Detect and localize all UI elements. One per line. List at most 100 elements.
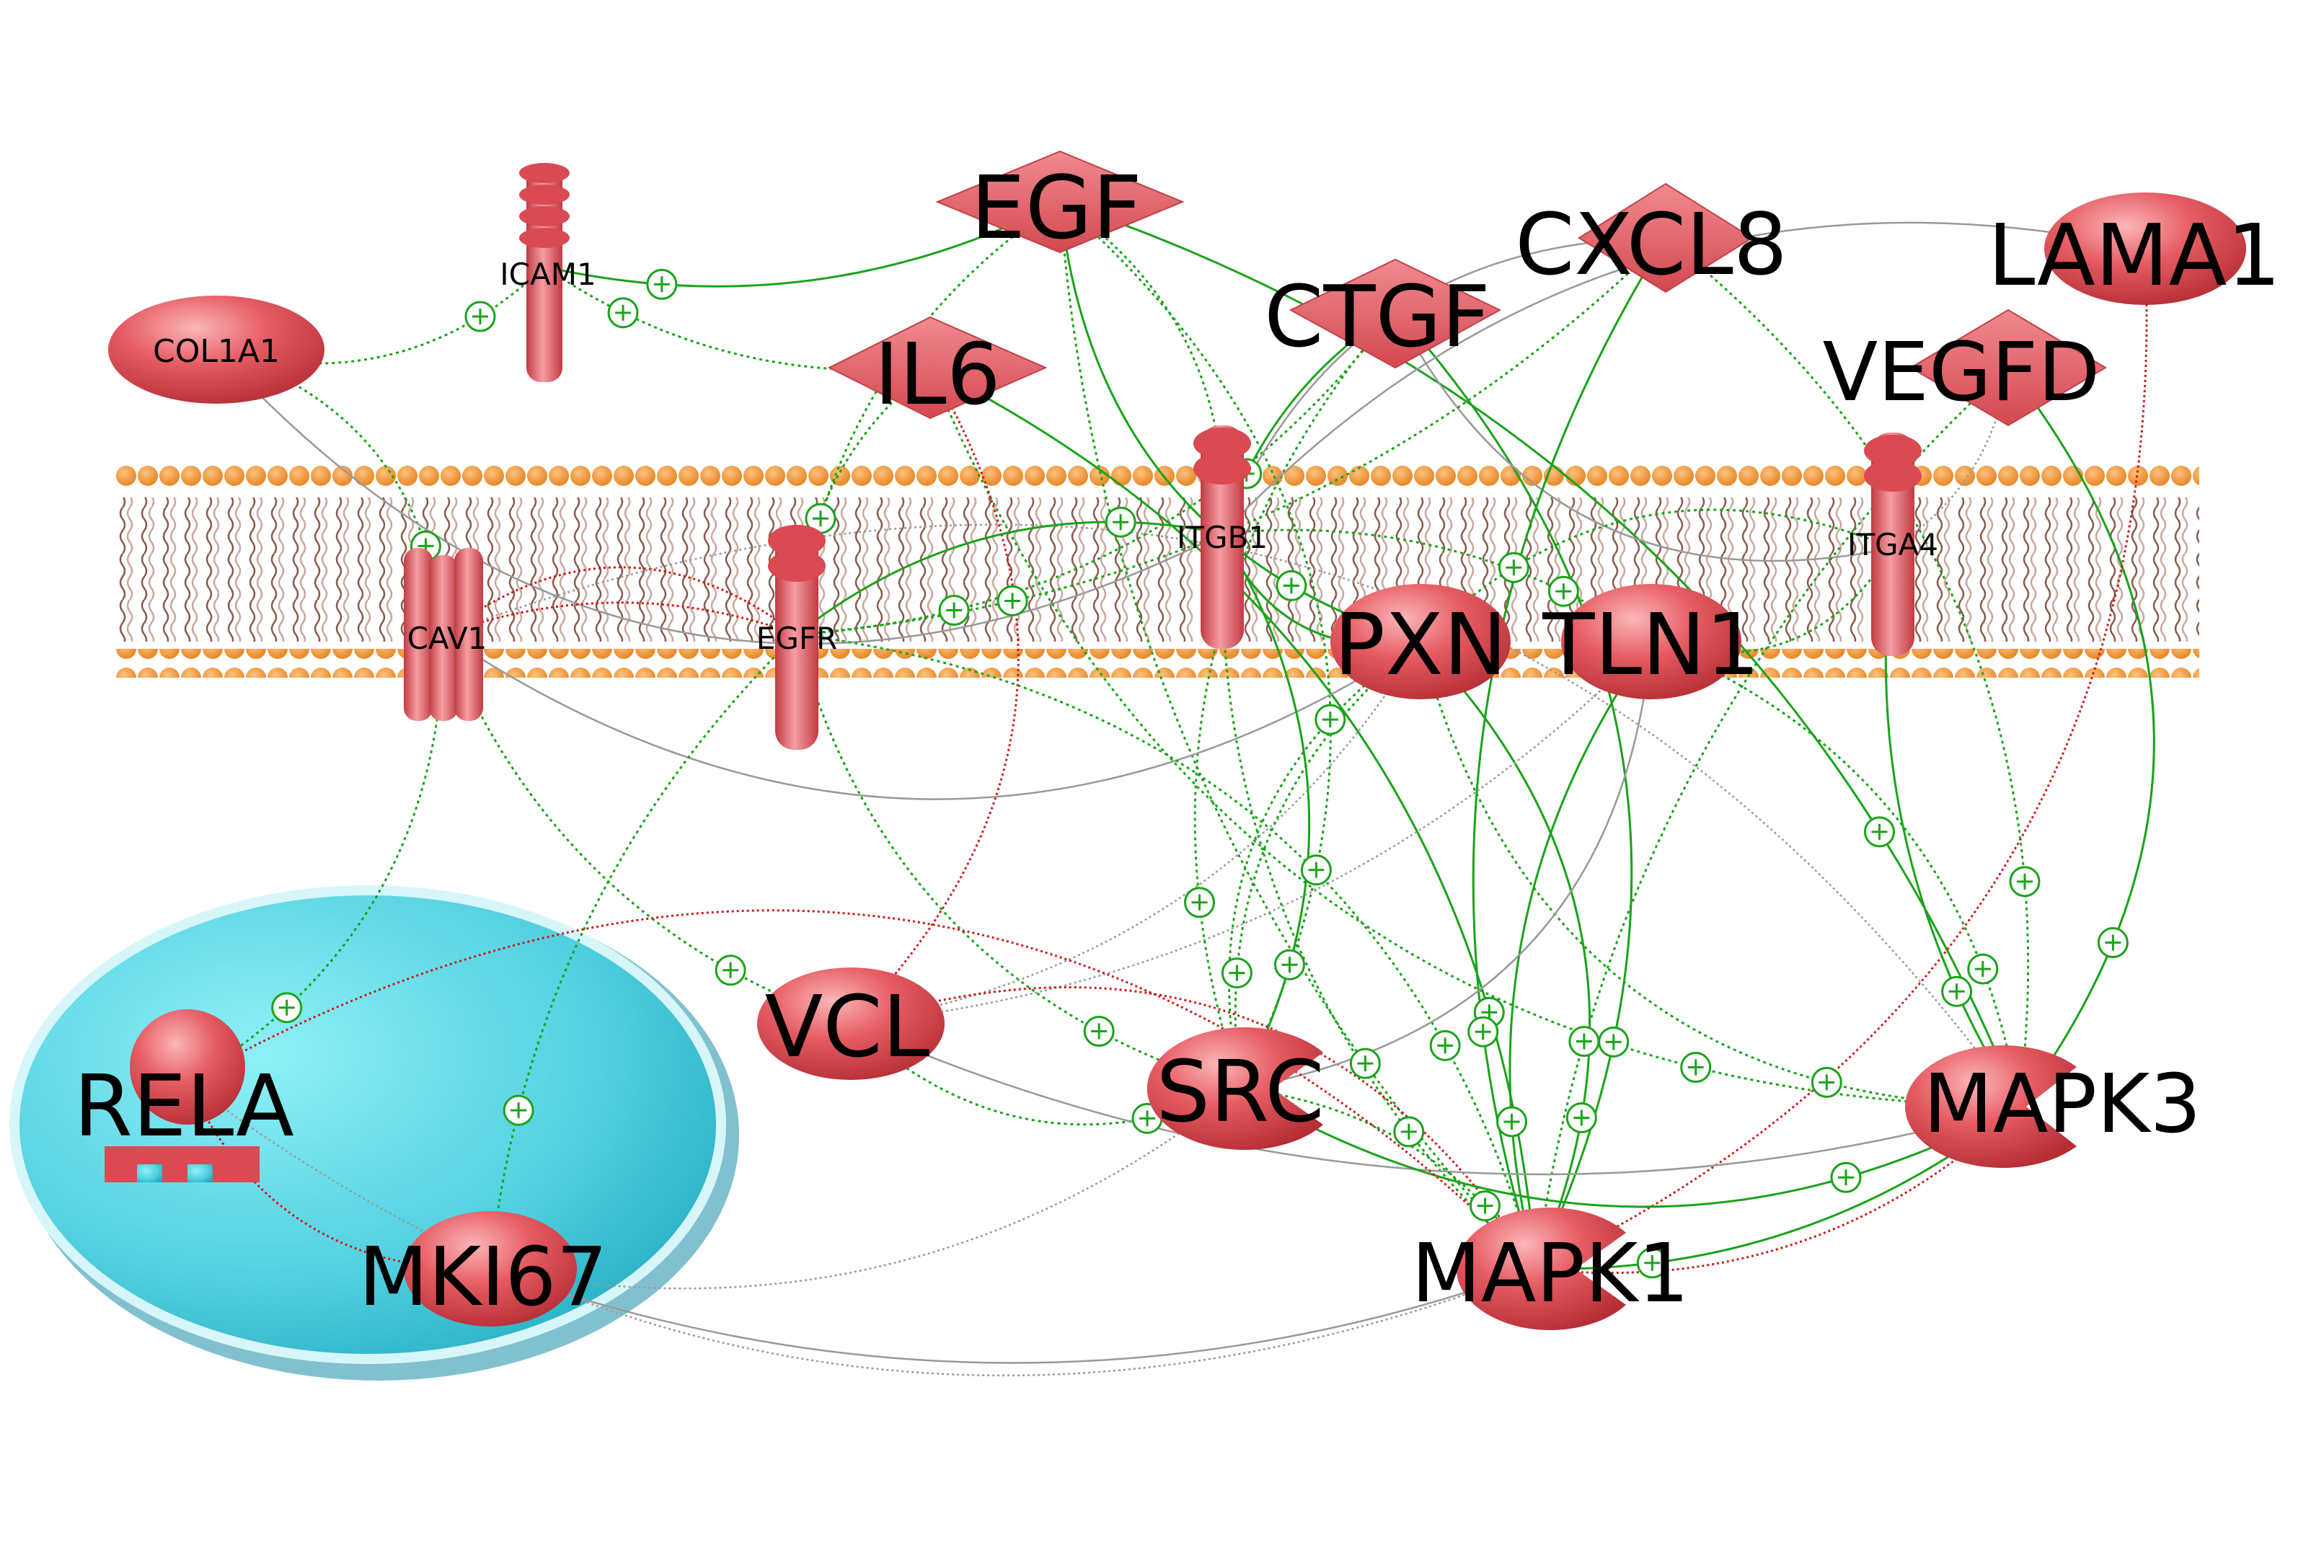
node-cav1[interactable]: CAV1 [404,548,487,721]
activation-plus-icon [1429,1029,1461,1061]
interaction-edges [187,200,2155,1377]
node-vcl[interactable]: VCL [757,967,945,1080]
activation-plus-icon [646,268,678,300]
pxn-ellipse-shape [1330,584,1511,699]
il6-diamond-shape [827,316,1048,420]
cav1-channel-left [404,548,433,721]
icam1-label: ICAM1 [500,257,596,292]
lama1-label: LAMA1 [1988,205,2281,305]
activation-plus-icon [1184,887,1216,918]
node-cxcl8[interactable]: CXCL8 [1515,182,1788,294]
activation-plus-icon [1680,1052,1712,1084]
egfr-label: EGFR [756,621,837,656]
edge-egfr-to-itgb1 [796,521,1222,636]
lama1-ellipse-shape [2044,192,2246,305]
icam1-ridge [519,163,570,183]
edge-tln1-to-mapk3 [1651,640,2019,1107]
edge-vcl-to-mapk1 [850,986,1542,1274]
activation-plus-icon [1300,854,1332,886]
node-il6[interactable]: IL6 [827,316,1048,424]
activation-plus-icon [1467,1016,1499,1047]
edge-cav1-to-pxn [443,633,1421,800]
edge-itgb1-to-tln1 [1221,528,1651,642]
tln1-ellipse-shape [1561,584,1741,699]
mapk3-kinase-shape [1905,1045,2077,1168]
cav1-label: CAV1 [407,621,487,656]
egfr-stem-shape [775,526,818,750]
activation-plus-icon [1598,1026,1630,1058]
node-itga4[interactable]: ITGA4 [1847,433,1938,656]
node-mapk3[interactable]: MAPK3 [1905,1045,2201,1168]
edge-il6-to-mapk3 [929,367,2019,1107]
activation-plus-icon [997,585,1028,616]
edge-ctgf-to-src [1193,309,1397,1089]
itgb1-ridge [1193,453,1251,484]
il6-label: IL6 [874,324,1001,424]
node-egfr[interactable]: EGFR [756,525,837,750]
src-kinase-shape [1146,1027,1323,1150]
edge-mki67-to-mapk1 [490,1269,1536,1364]
node-tln1[interactable]: TLN1 [1542,584,1760,699]
activation-plus-icon [938,595,970,626]
egfr-ridge [768,525,826,557]
activation-plus-icon [1470,1190,1501,1222]
activation-plus-icon [1083,1015,1115,1047]
tln1-label: TLN1 [1542,595,1759,694]
edge-itgb1-to-src [1221,533,1311,1089]
edge-rela-to-mapk1 [187,909,1542,1275]
activation-plus-icon [1349,1047,1381,1079]
vegfd-label: VEGFD [1823,326,2100,420]
node-col1a1[interactable]: COL1A1 [108,296,324,404]
edge-egf-to-icam1 [544,200,1061,288]
node-ctgf[interactable]: CTGF [1264,258,1502,369]
node-rela[interactable]: RELA [74,1009,294,1182]
node-mapk1[interactable]: MAPK1 [1411,1208,1689,1330]
vcl-label: VCL [765,977,930,1076]
activation-plus-icon [715,954,746,986]
mapk3-label: MAPK3 [1923,1058,2201,1151]
activation-plus-icon [464,301,496,332]
edge-src-to-mapk3 [1240,1087,2019,1208]
icam1-ridge [519,206,570,226]
itga4-label: ITGA4 [1847,527,1938,562]
activation-plus-icon [2009,866,2041,898]
itga4-ridge [1864,460,1922,492]
node-pxn[interactable]: PXN [1330,584,1511,699]
activation-plus-icon [1811,1066,1842,1098]
activation-plus-icon [1393,1116,1425,1148]
cav1-channel-right [454,548,483,721]
edge-egf-to-mapk1 [1059,201,1536,1269]
edge-egf-to-pxn [1059,201,1421,642]
cav1-channel-center [429,555,458,721]
activation-plus-icon [1941,975,1973,1007]
node-icam1[interactable]: ICAM1 [500,163,596,382]
edge-ctgf-to-egfr [797,309,1397,634]
rela-head-shape [130,1009,245,1125]
vcl-ellipse-shape [757,967,945,1080]
activation-plus-icon [1568,1026,1600,1058]
node-lama1[interactable]: LAMA1 [1988,192,2281,305]
activation-plus-icon [1565,1102,1597,1133]
node-egf[interactable]: EGF [935,150,1185,259]
activation-plus-icon [1496,1106,1528,1138]
node-mki67[interactable]: MKI67 [358,1211,608,1326]
activation-plus-icon [1547,575,1579,607]
edge-pxn-to-src [1235,640,1421,1089]
activation-plus-icon [1967,953,1999,985]
node-itgb1[interactable]: ITGB1 [1177,425,1268,649]
activation-plus-icon [1273,949,1305,980]
activation-plus-icon [1221,957,1252,989]
activation-plus-icon [1498,552,1529,583]
activation-plus-icon [2097,927,2129,959]
node-vegfd[interactable]: VEGFD [1823,309,2107,427]
edge-cxcl8-to-mapk1 [1472,237,1667,1269]
activation-plus-icon [1830,1161,1862,1193]
mapk1-label: MAPK1 [1411,1227,1689,1321]
rela-base-notch [187,1164,213,1182]
mki67-ellipse-shape [404,1211,577,1326]
node-src[interactable]: SRC [1146,1027,1325,1150]
edge-tln1-to-mapk1 [1508,641,1653,1269]
ctgf-label: CTGF [1264,267,1490,366]
edge-vcl-to-mapk3 [850,1022,2019,1176]
